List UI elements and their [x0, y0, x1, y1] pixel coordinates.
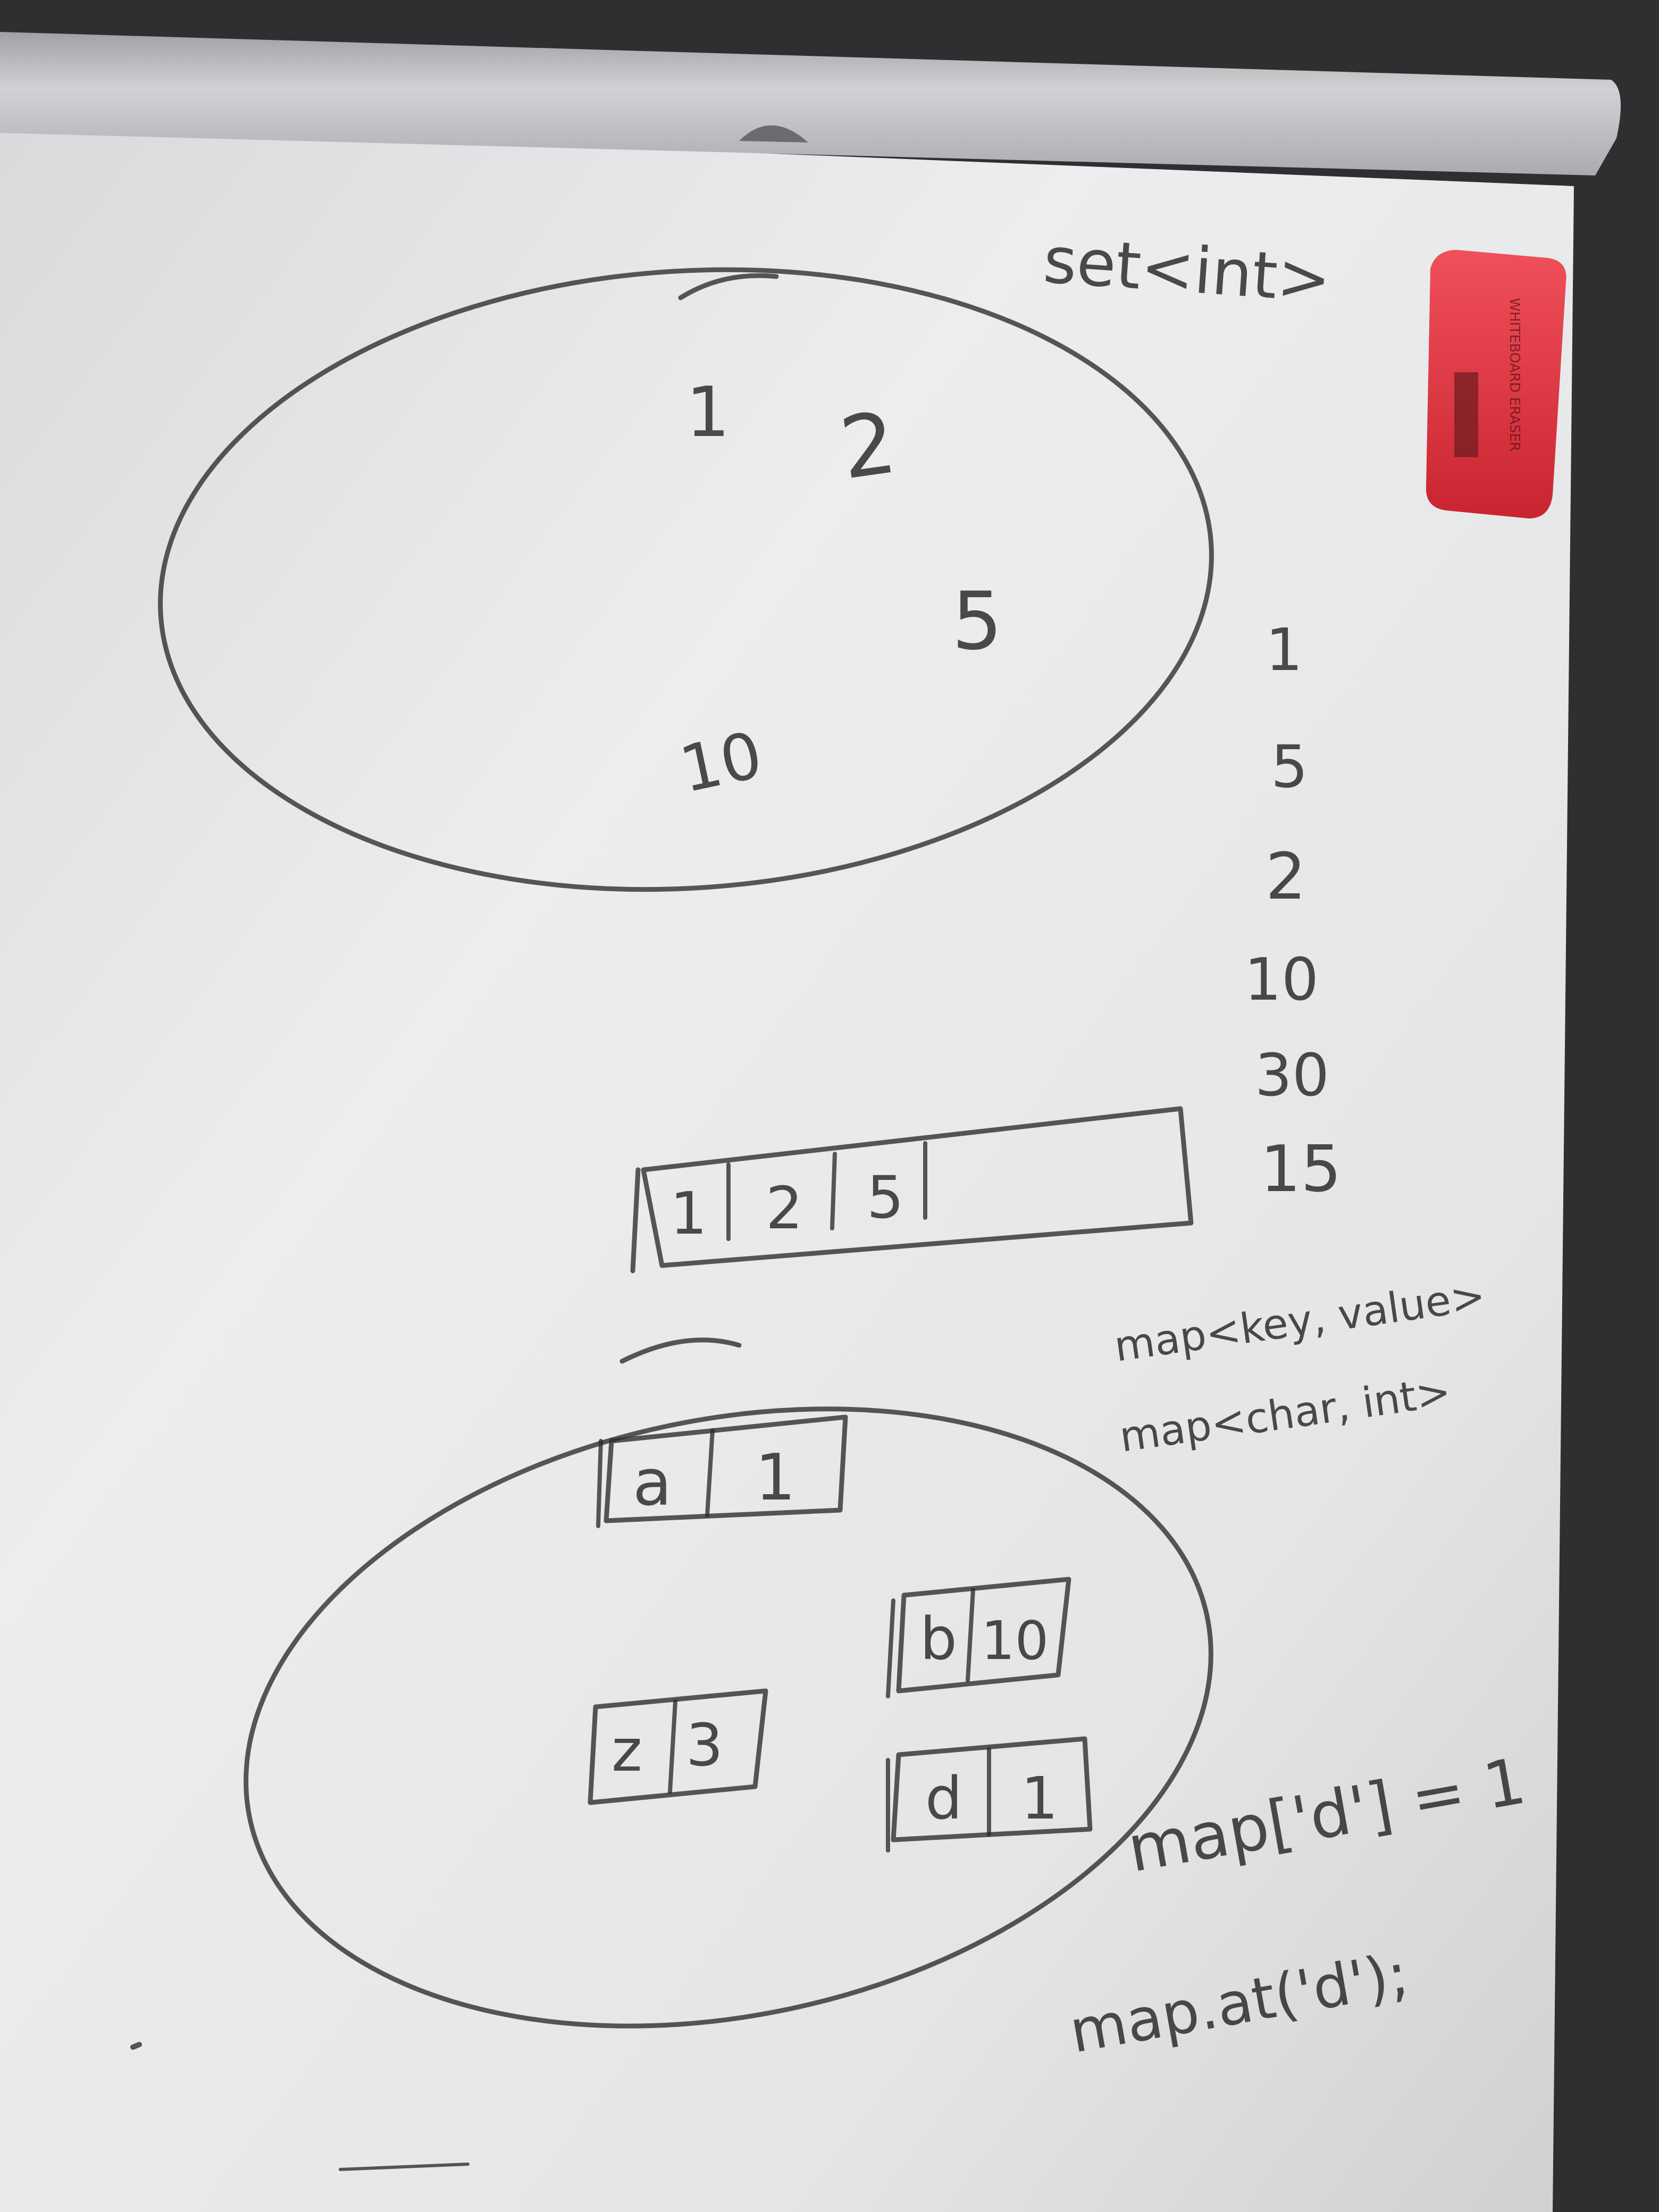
number-column-item: 5	[1271, 733, 1308, 801]
whiteboard-eraser: WHITEBOARD ERASER	[1426, 250, 1566, 518]
map-pair-value: 10	[981, 1610, 1049, 1672]
whiteboard-surface	[0, 122, 1574, 2212]
eraser-brand-text: WHITEBOARD ERASER	[1506, 298, 1522, 451]
rail-notch	[739, 125, 808, 143]
board-smudge	[130, 2042, 142, 2050]
set-ellipse-overlap-stroke	[678, 273, 779, 300]
set-element: 1	[686, 372, 730, 453]
map-pair-value: 3	[686, 1711, 723, 1779]
map-pair-key: z	[611, 1716, 642, 1784]
number-column-item: 1	[1266, 616, 1303, 684]
map-ellipse	[244, 1406, 1213, 2029]
set-element: 10	[674, 718, 768, 808]
set-element: 5	[952, 575, 1002, 668]
map-pair: a 1	[596, 1414, 848, 1528]
whiteboard-top-rail	[0, 32, 1621, 175]
map-pair: b 10	[886, 1577, 1071, 1698]
map-pair-key: d	[925, 1764, 962, 1832]
number-column-item: 2	[1266, 840, 1306, 914]
number-column-item: 10	[1244, 945, 1319, 1013]
array-cell: 1	[670, 1179, 707, 1247]
map-pair-value: 1	[1021, 1764, 1058, 1832]
array-cell: 2	[766, 1174, 803, 1242]
map-pair: d 1	[886, 1736, 1093, 1853]
map-pair-key: a	[633, 1446, 672, 1520]
board-smudge	[339, 2163, 470, 2171]
array-diagram: 1 2 5	[630, 1106, 1194, 1273]
set-ellipse	[158, 267, 1214, 892]
map-pair-value: 1	[755, 1441, 795, 1515]
number-column-item: 30	[1255, 1041, 1329, 1109]
map-ellipse-overlap-stroke	[619, 1337, 742, 1364]
map-pair: z 3	[588, 1688, 768, 1805]
map-pair-key: b	[920, 1605, 957, 1673]
array-cell: 5	[867, 1163, 904, 1231]
number-column-item: 15	[1260, 1133, 1342, 1206]
